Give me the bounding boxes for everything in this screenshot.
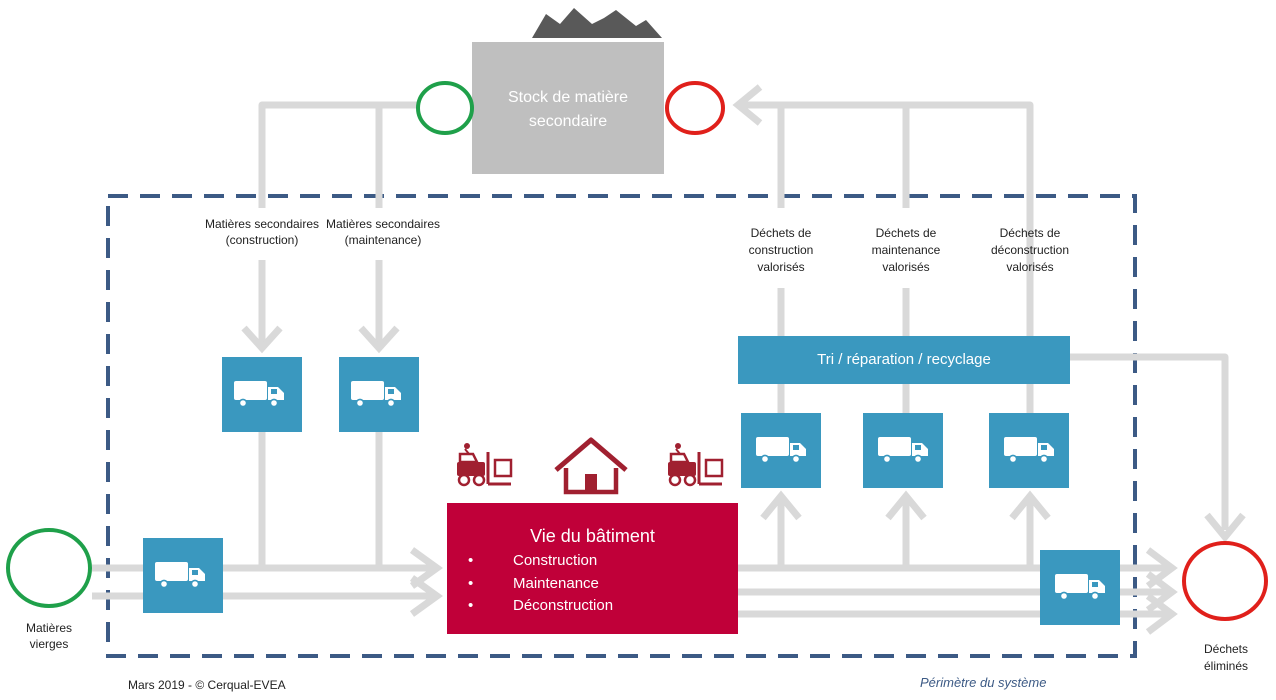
building-phase-deconstruction: • Déconstruction (468, 595, 613, 618)
label-line: déconstruction (990, 243, 1070, 257)
label-maintenance-waste: Déchets de maintenance valorisés (851, 225, 961, 276)
label-line: Déchets (1203, 642, 1249, 656)
stock-title-line1: Stock de matière (507, 89, 629, 106)
label-construction-waste: Déchets de construction valorisés (726, 225, 836, 276)
label-line: éliminés (1203, 659, 1248, 673)
label-line: Déchets de (999, 226, 1061, 240)
bullet: • (468, 574, 474, 592)
sorting-box (738, 336, 1070, 384)
label-secondary-maintenance: Matières secondaires (maintenance) (318, 216, 448, 248)
label-line: valorisés (1006, 260, 1054, 274)
label-line: Déchets de (875, 226, 937, 240)
label-line: (construction) (225, 233, 299, 247)
credit-text: Mars 2019 - © Cerqual-EVEA (128, 678, 286, 692)
valorised-waste-return-flow (742, 101, 1034, 300)
label-eliminated-waste: Déchets éliminés (1186, 641, 1266, 675)
system-perimeter (106, 194, 1137, 658)
arrow-heads (241, 84, 1246, 635)
label-line: construction (748, 243, 814, 257)
building-phase-maintenance: • Maintenance (468, 573, 613, 596)
building-title: Vie du bâtiment (530, 526, 655, 546)
label-secondary-construction: Matières secondaires (construction) (170, 216, 354, 248)
label-virgin-materials: Matières vierges (4, 620, 94, 652)
label-line: Matières secondaires (204, 217, 320, 231)
label-line: Matières (25, 621, 72, 635)
phase-label: Déconstruction (513, 597, 614, 614)
stock-box (472, 42, 664, 174)
forklift-icon (666, 441, 724, 487)
phase-label: Maintenance (513, 574, 599, 592)
stock-title-line2: secondaire (528, 113, 608, 130)
forklift-icon (455, 441, 513, 487)
label-line: Matières secondaires (325, 217, 441, 231)
label-line: Déchets de (750, 226, 812, 240)
phase-label: Construction (513, 552, 598, 569)
label-line: (maintenance) (344, 233, 422, 247)
building-phase-list: • Construction • Maintenance • Déconstru… (468, 550, 613, 618)
label-line: valorisés (882, 260, 930, 274)
bullet: • (468, 552, 474, 569)
mountain-pile-icon (532, 8, 662, 38)
stock-box-title: Stock de matière secondaire (472, 86, 664, 134)
eliminated-waste-circle (1182, 541, 1268, 621)
label-line: maintenance (871, 243, 941, 257)
label-deconstruction-waste: Déchets de déconstruction valorisés (975, 225, 1085, 276)
sorting-box-label: Tri / réparation / recyclage (817, 351, 991, 368)
house-icon (554, 437, 628, 495)
secondary-construction-flow (258, 101, 418, 208)
virgin-materials-circle (6, 528, 92, 608)
label-line: valorisés (757, 260, 805, 274)
flow-arrows (92, 101, 1229, 618)
building-box (447, 503, 738, 634)
building-phase-construction: • Construction (468, 550, 613, 573)
stock-out-circle (416, 81, 474, 135)
bullet: • (468, 597, 474, 614)
label-line: vierges (29, 637, 69, 651)
perimeter-label: Périmètre du système (920, 675, 1047, 690)
stock-in-circle (665, 81, 725, 135)
transport-boxes (143, 357, 1120, 625)
